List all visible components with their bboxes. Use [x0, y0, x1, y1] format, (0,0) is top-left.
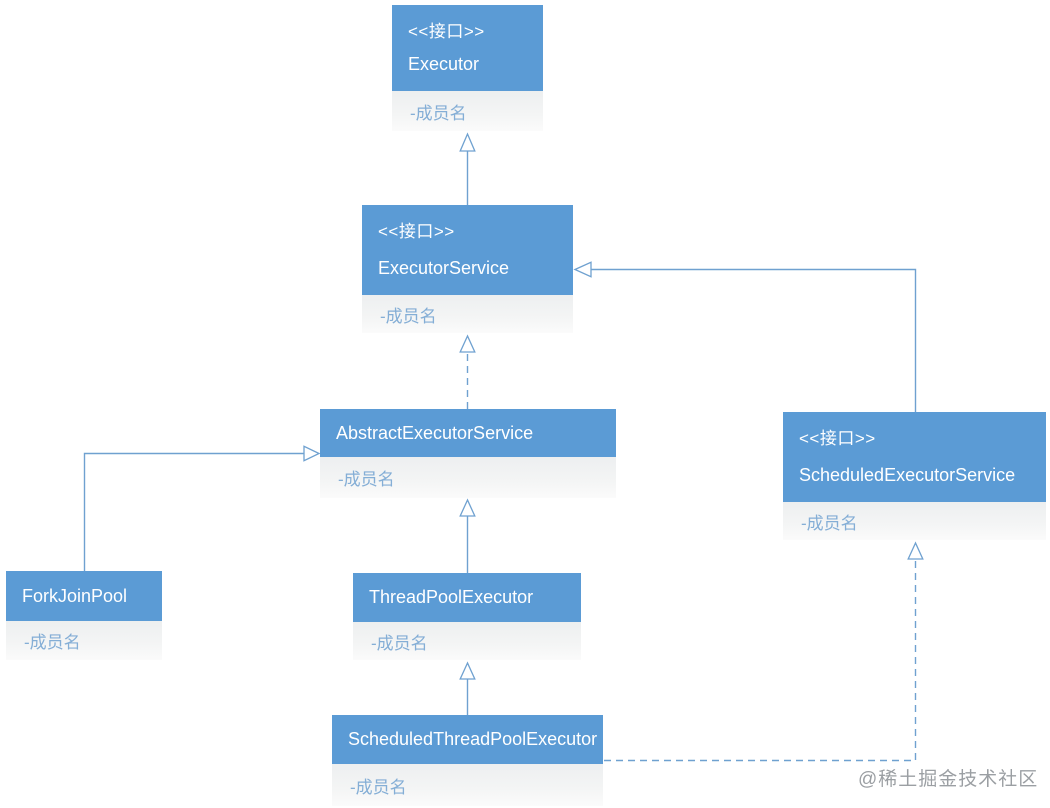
class-name: ScheduledThreadPoolExecutor	[348, 729, 598, 749]
uml-node-scheduledexecutorservice: <<接口>> ScheduledExecutorService -成员名	[783, 412, 1046, 540]
member-label: -成员名	[380, 306, 437, 326]
uml-node-forkjoinpool: ForkJoinPool -成员名	[6, 571, 162, 660]
stereotype-label: <<接口>>	[378, 222, 455, 241]
member-label: -成员名	[338, 470, 395, 489]
edge-scheduledthreadpoolexecutor-to-scheduledexecutorservice	[604, 541, 924, 762]
uml-node-body: -成员名	[392, 91, 543, 131]
member-label: -成员名	[24, 633, 81, 652]
edge-executorservice-to-executor	[459, 132, 476, 205]
uml-node-header: <<接口>> Executor	[392, 5, 543, 91]
uml-node-body: -成员名	[320, 457, 616, 498]
class-name: ExecutorService	[378, 258, 510, 278]
uml-node-body: -成员名	[6, 621, 162, 660]
edge-threadpoolexecutor-to-abstractexecutorservice	[459, 498, 476, 573]
uml-node-header: ForkJoinPool	[6, 571, 162, 621]
uml-node-header: AbstractExecutorService	[320, 409, 616, 457]
class-name: Executor	[408, 54, 480, 74]
uml-node-header: <<接口>> ExecutorService	[362, 205, 573, 295]
uml-node-body: -成员名	[783, 502, 1046, 540]
uml-node-abstractexecutorservice: AbstractExecutorService -成员名	[320, 409, 616, 498]
class-name: ForkJoinPool	[22, 585, 128, 606]
edge-scheduledexecutorservice-to-executorservice	[573, 261, 917, 412]
watermark-text: @稀土掘金技术社区	[858, 769, 1039, 790]
member-label: -成员名	[350, 777, 407, 797]
stereotype-label: <<接口>>	[799, 429, 876, 448]
uml-node-header: <<接口>> ScheduledExecutorService	[783, 412, 1046, 502]
class-name: AbstractExecutorService	[336, 422, 534, 443]
uml-node-body: -成员名	[362, 295, 573, 333]
uml-node-executorservice: <<接口>> ExecutorService -成员名	[362, 205, 573, 333]
uml-node-body: -成员名	[332, 764, 603, 806]
member-label: -成员名	[801, 513, 858, 533]
uml-node-header: ScheduledThreadPoolExecutor	[332, 715, 603, 764]
member-label: -成员名	[371, 633, 428, 653]
uml-node-executor: <<接口>> Executor -成员名	[392, 5, 543, 131]
edge-abstractexecutorservice-to-executorservice	[459, 334, 476, 409]
stereotype-label: <<接口>>	[408, 22, 485, 41]
edge-scheduledthreadpoolexecutor-to-threadpoolexecutor	[459, 661, 476, 715]
edge-forkjoinpool-to-abstractexecutorservice	[83, 445, 321, 571]
uml-node-scheduledthreadpoolexecutor: ScheduledThreadPoolExecutor -成员名	[332, 715, 603, 806]
class-name: ScheduledExecutorService	[799, 465, 1016, 485]
class-name: ThreadPoolExecutor	[369, 587, 534, 607]
uml-node-threadpoolexecutor: ThreadPoolExecutor -成员名	[353, 573, 581, 660]
uml-node-header: ThreadPoolExecutor	[353, 573, 581, 622]
uml-node-body: -成员名	[353, 622, 581, 660]
member-label: -成员名	[410, 103, 467, 123]
